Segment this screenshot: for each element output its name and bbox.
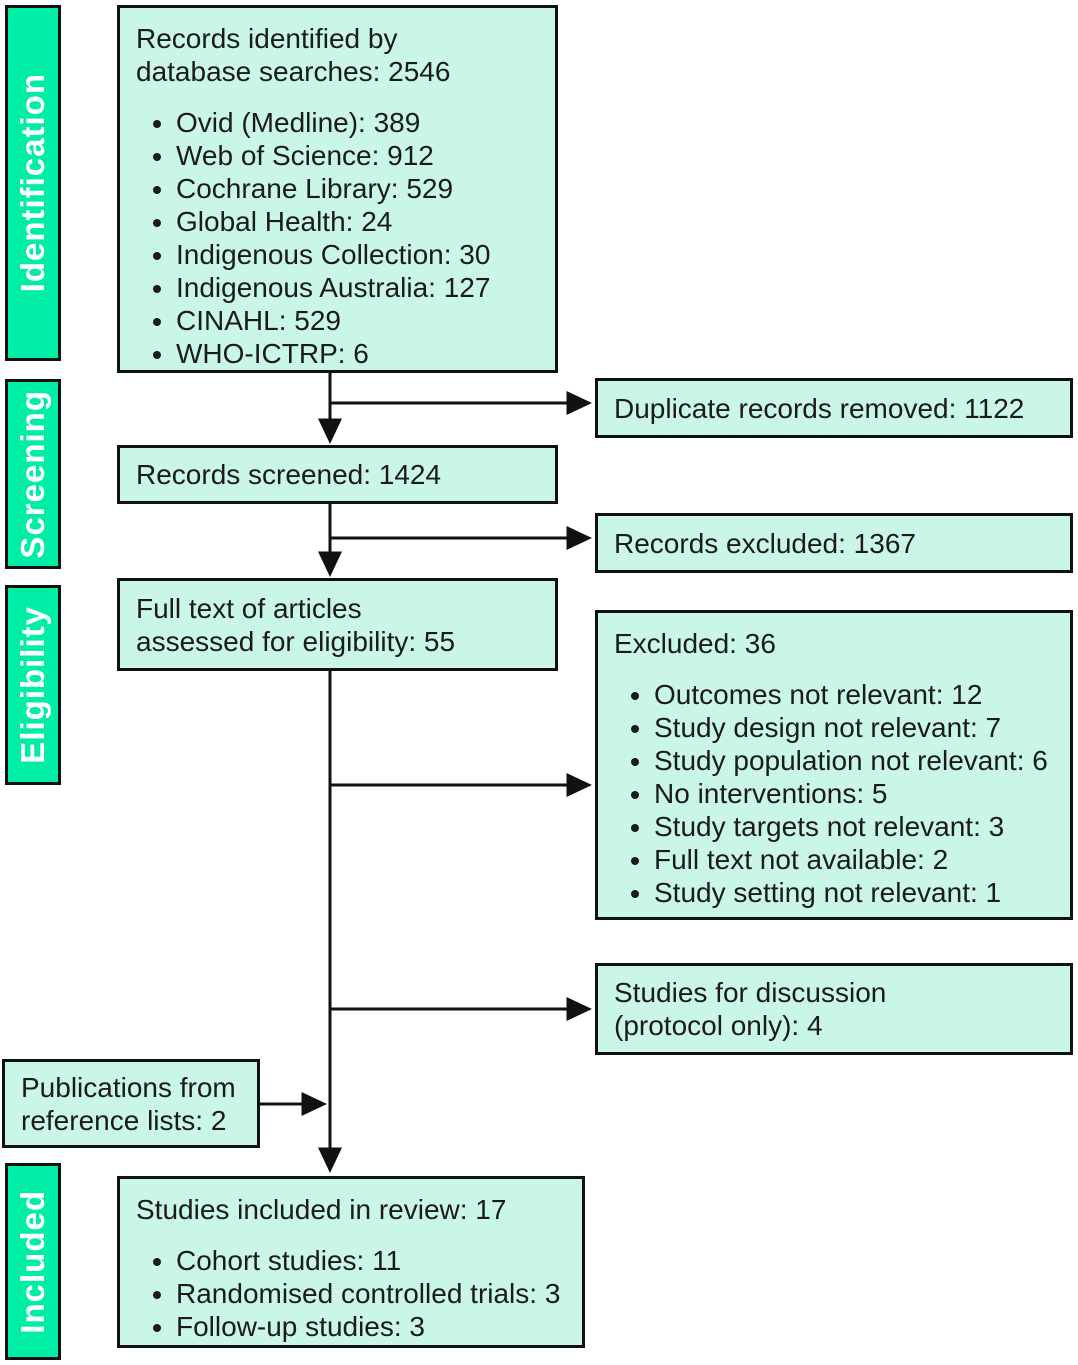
box-records-excluded-title: Records excluded: 1367: [614, 527, 916, 559]
box-studies-included-title: Studies included in review: 17: [136, 1194, 507, 1225]
list-item: Indigenous Australia: 127: [176, 271, 539, 304]
box-fulltext-assessed-title: Full text of articles assessed for eligi…: [136, 592, 456, 657]
stage-label-screening-text: Screening: [14, 389, 51, 559]
stage-label-included-text: Included: [14, 1189, 51, 1334]
box-fulltext-excluded-title: Excluded: 36: [614, 628, 776, 659]
list-item: Indigenous Collection: 30: [176, 238, 539, 271]
stage-label-identification-text: Identification: [14, 73, 51, 293]
list-item: No interventions: 5: [654, 777, 1054, 810]
box-studies-discussion-title: Studies for discussion (protocol only): …: [614, 977, 887, 1041]
stage-label-screening: Screening: [5, 379, 61, 569]
box-records-identified-title: Records identified by database searches:…: [136, 23, 451, 87]
studies-included-type-list: Cohort studies: 11Randomised controlled …: [136, 1244, 566, 1343]
stage-label-eligibility: Eligibility: [5, 585, 61, 785]
list-item: WHO-ICTRP: 6: [176, 337, 539, 370]
stage-label-included: Included: [5, 1163, 61, 1360]
stage-label-eligibility-text: Eligibility: [14, 606, 51, 764]
box-duplicates-removed-title: Duplicate records removed: 1122: [614, 392, 1025, 424]
records-identified-source-list: Ovid (Medline): 389Web of Science: 912Co…: [136, 106, 539, 370]
list-item: Web of Science: 912: [176, 139, 539, 172]
list-item: CINAHL: 529: [176, 304, 539, 337]
box-publications-references-title: Publications from reference lists: 2: [21, 1071, 236, 1136]
box-records-excluded: Records excluded: 1367: [595, 513, 1073, 573]
list-item: Study design not relevant: 7: [654, 711, 1054, 744]
list-item: Full text not available: 2: [654, 843, 1054, 876]
stage-label-identification: Identification: [5, 5, 61, 361]
box-publications-references: Publications from reference lists: 2: [2, 1059, 260, 1148]
box-studies-discussion: Studies for discussion (protocol only): …: [595, 963, 1073, 1055]
list-item: Cohort studies: 11: [176, 1244, 566, 1277]
box-studies-included: Studies included in review: 17 Cohort st…: [117, 1176, 585, 1348]
box-records-screened: Records screened: 1424: [117, 445, 558, 504]
box-fulltext-excluded: Excluded: 36 Outcomes not relevant: 12St…: [595, 610, 1073, 920]
list-item: Outcomes not relevant: 12: [654, 678, 1054, 711]
list-item: Study population not relevant: 6: [654, 744, 1054, 777]
list-item: Study targets not relevant: 3: [654, 810, 1054, 843]
box-duplicates-removed: Duplicate records removed: 1122: [595, 378, 1073, 438]
box-records-identified: Records identified by database searches:…: [117, 5, 558, 373]
list-item: Study setting not relevant: 1: [654, 876, 1054, 909]
list-item: Follow-up studies: 3: [176, 1310, 566, 1343]
fulltext-excluded-reason-list: Outcomes not relevant: 12Study design no…: [614, 678, 1054, 909]
list-item: Global Health: 24: [176, 205, 539, 238]
list-item: Cochrane Library: 529: [176, 172, 539, 205]
box-records-screened-title: Records screened: 1424: [136, 459, 442, 490]
box-fulltext-assessed: Full text of articles assessed for eligi…: [117, 578, 558, 671]
list-item: Ovid (Medline): 389: [176, 106, 539, 139]
list-item: Randomised controlled trials: 3: [176, 1277, 566, 1310]
